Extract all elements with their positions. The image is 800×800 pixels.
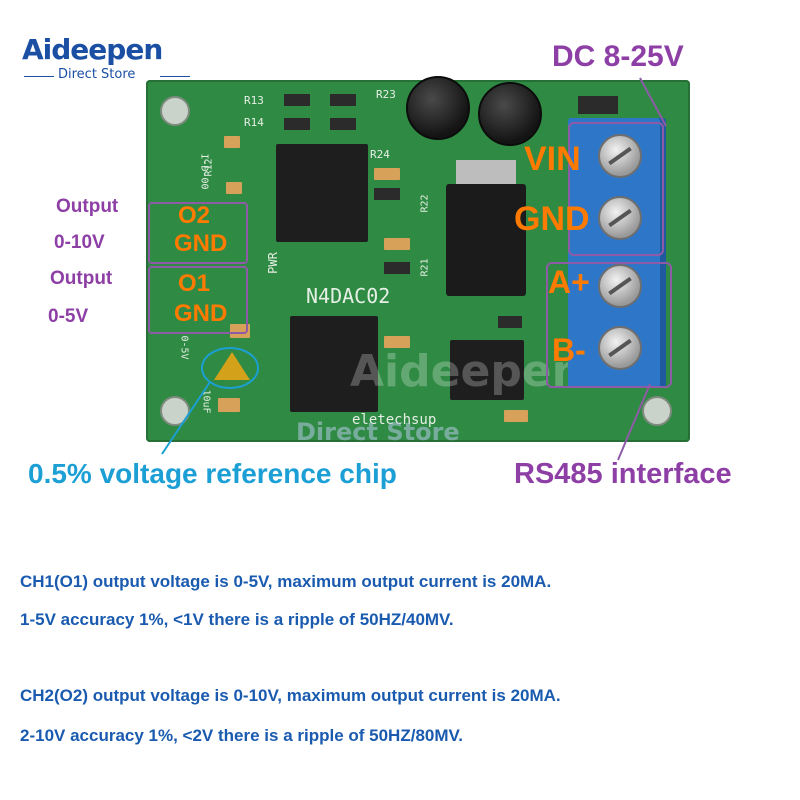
label-rs485: RS485 interface	[514, 458, 732, 490]
output2-range: 0-5V	[48, 306, 89, 327]
smd-capacitor	[384, 238, 410, 250]
screw-icon	[598, 326, 642, 370]
board-model: N4DAC02	[306, 284, 391, 308]
silk-ref: R23	[376, 88, 396, 101]
label-reference-chip: 0.5% voltage reference chip	[28, 458, 397, 489]
screw-icon	[598, 134, 642, 178]
smd-resistor	[284, 118, 310, 130]
smd-capacitor	[218, 398, 240, 412]
output1-range: 0-10V	[54, 232, 105, 253]
silk-ref: R21	[419, 258, 431, 277]
spec-line: CH2(O2) output voltage is 0-10V, maximum…	[20, 686, 561, 705]
power-terminal-outline	[568, 122, 664, 256]
smd-resistor	[374, 188, 400, 200]
silk-ref: R13	[244, 94, 264, 107]
spec-line: 1-5V accuracy 1%, <1V there is a ripple …	[20, 610, 454, 629]
silk-output-top: I-D-00	[198, 153, 210, 190]
ic-chip-rs485	[450, 340, 524, 400]
label-vin: VIN	[524, 140, 581, 178]
reference-chip-leader	[161, 347, 259, 455]
electrolytic-capacitor	[406, 76, 470, 140]
smd-capacitor	[384, 336, 410, 348]
label-o1: O1	[178, 270, 211, 297]
electrolytic-capacitor	[478, 82, 542, 146]
ic-chip-bottom	[290, 316, 378, 412]
label-b-minus: B-	[552, 332, 586, 368]
output1-title: Output	[56, 196, 119, 217]
silk-ref: R14	[244, 116, 264, 129]
smd-capacitor	[226, 182, 242, 194]
label-o1-gnd: GND	[174, 300, 228, 327]
smd-resistor	[330, 94, 356, 106]
smd-capacitor	[230, 324, 250, 338]
smd-resistor	[330, 118, 356, 130]
screw-icon	[598, 196, 642, 240]
smd-diode	[578, 96, 618, 114]
smd-capacitor	[224, 136, 240, 148]
logo-line-right	[160, 76, 190, 77]
output1-header-outline	[148, 266, 248, 334]
spec-line: CH1(O1) output voltage is 0-5V, maximum …	[20, 572, 552, 591]
logo-line-left	[24, 76, 54, 77]
watermark-brand: Aideepen	[350, 346, 583, 397]
screw-icon	[598, 264, 642, 308]
output2-header-outline	[148, 202, 248, 264]
output2-title: Output	[50, 268, 113, 289]
smd-resistor	[284, 94, 310, 106]
silk-pwr: PWR	[265, 252, 280, 274]
mounting-hole	[160, 96, 190, 126]
silk-ref: R24	[370, 148, 390, 161]
rs485-leader-line	[617, 383, 651, 461]
label-a-plus: A+	[548, 264, 590, 300]
mounting-hole	[642, 396, 672, 426]
board-maker: eletechsup	[352, 412, 437, 428]
rs485-terminal-outline	[546, 262, 672, 388]
brand-logo: Aideepen	[22, 33, 163, 66]
smd-capacitor	[374, 168, 400, 180]
brand-tagline: Direct Store	[58, 67, 136, 82]
power-leader-line	[639, 77, 667, 127]
voltage-regulator	[446, 184, 526, 296]
smd-resistor	[384, 262, 410, 274]
label-gnd-power: GND	[514, 200, 590, 238]
label-o2-gnd: GND	[174, 230, 228, 257]
label-power-input: DC 8-25V	[552, 40, 684, 73]
spec-line: 2-10V accuracy 1%, <2V there is a ripple…	[20, 726, 464, 745]
label-o2: O2	[178, 202, 211, 229]
smd-resistor	[498, 316, 522, 328]
ic-chip-top	[276, 144, 368, 242]
smd-capacitor	[504, 410, 528, 422]
silk-ref: R22	[419, 194, 431, 213]
watermark-tagline: Direct Store	[296, 418, 460, 446]
